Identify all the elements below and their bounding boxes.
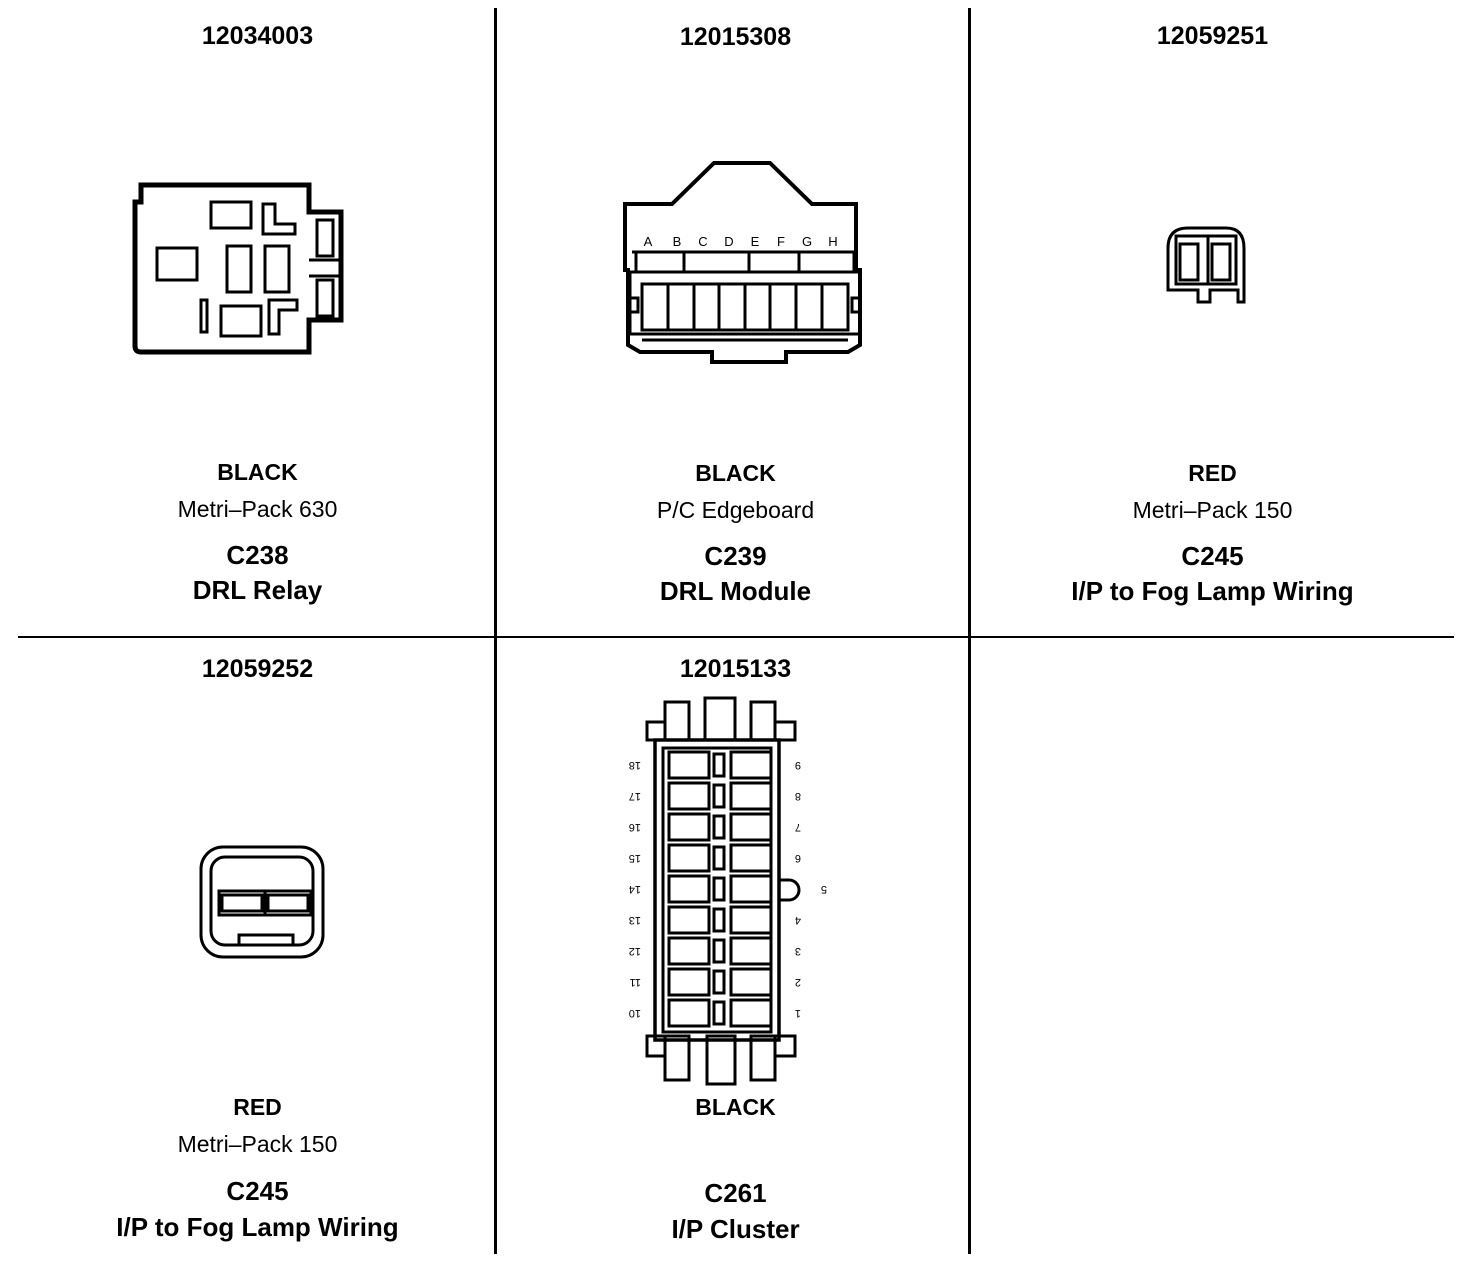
connector-card-c239: 12015308 A B C D E F bbox=[497, 0, 974, 636]
connector-color: BLACK bbox=[695, 460, 776, 486]
pin-label: 1 bbox=[795, 1007, 801, 1019]
part-number: 12034003 bbox=[201, 22, 314, 50]
center-rib bbox=[712, 783, 726, 809]
cavity bbox=[667, 812, 711, 842]
metri-pack-150-female-icon bbox=[1166, 226, 1246, 304]
center-rib bbox=[712, 814, 726, 840]
pin-label: 14 bbox=[629, 883, 641, 895]
pin-label: 15 bbox=[629, 852, 641, 864]
pin-label: H bbox=[828, 234, 837, 249]
connector-type: Metri–Pack 150 bbox=[177, 1131, 338, 1157]
pin-label: C bbox=[698, 234, 707, 249]
connector-card-c238: 12034003 BLACK Metri–Pack 630 C238 DRL R… bbox=[19, 0, 496, 636]
pin-label: B bbox=[673, 234, 682, 249]
pin-label: G bbox=[802, 234, 812, 249]
pin-label: A bbox=[644, 234, 653, 249]
pin-label: 10 bbox=[629, 1007, 641, 1019]
pin-label: 9 bbox=[795, 759, 801, 771]
connector-id: C261 bbox=[704, 1178, 767, 1208]
pin-label: 11 bbox=[630, 976, 641, 988]
pin-label: F bbox=[777, 234, 785, 249]
center-rib bbox=[712, 876, 726, 902]
metri-pack-150-male-icon bbox=[199, 845, 325, 959]
pin-label: 17 bbox=[629, 790, 641, 802]
pin-label: 2 bbox=[795, 976, 801, 988]
part-number: 12015308 bbox=[679, 23, 792, 51]
part-number: 12059252 bbox=[201, 655, 314, 683]
cavity bbox=[729, 874, 773, 904]
pin-label: 3 bbox=[795, 945, 801, 957]
pin-label: 13 bbox=[629, 914, 641, 926]
metri-pack-630-connector-icon bbox=[132, 182, 344, 355]
connector-id: C238 bbox=[226, 540, 289, 570]
connector-color: BLACK bbox=[695, 1094, 776, 1120]
cavity bbox=[667, 967, 711, 997]
part-number: 12059251 bbox=[1156, 22, 1269, 50]
pin-label: 18 bbox=[629, 759, 641, 771]
connector-description: I/P to Fog Lamp Wiring bbox=[116, 1212, 399, 1242]
connector-type: P/C Edgeboard bbox=[656, 497, 815, 523]
pin-label: 12 bbox=[629, 945, 641, 957]
connector-description: DRL Module bbox=[659, 576, 812, 606]
connector-type: Metri–Pack 630 bbox=[177, 496, 338, 522]
connector-id: C245 bbox=[1181, 541, 1244, 571]
cavity bbox=[729, 812, 773, 842]
center-rib bbox=[712, 907, 726, 933]
cavity bbox=[729, 781, 773, 811]
center-rib bbox=[712, 1000, 726, 1026]
cavity bbox=[729, 750, 773, 780]
cavity bbox=[729, 843, 773, 873]
connector-color: RED bbox=[1188, 460, 1237, 486]
connector-card-c245-female: 12059251 RED Metri–Pack 150 C245 I/P to … bbox=[974, 0, 1451, 636]
pin-label: 7 bbox=[795, 821, 801, 833]
part-number: 12015133 bbox=[679, 655, 792, 683]
cavity bbox=[667, 750, 711, 780]
pin-label: 5 bbox=[821, 883, 827, 895]
pin-label: 6 bbox=[795, 852, 801, 864]
connector-type: Metri–Pack 150 bbox=[1132, 497, 1293, 523]
center-rib bbox=[712, 938, 726, 964]
connector-id: C239 bbox=[704, 541, 767, 571]
pin-label: E bbox=[751, 234, 760, 249]
connector-description: DRL Relay bbox=[192, 575, 323, 605]
pin-label: 4 bbox=[795, 914, 801, 926]
cavity bbox=[667, 843, 711, 873]
connector-color: BLACK bbox=[217, 459, 298, 485]
edgeboard-connector-icon: A B C D E F G H bbox=[623, 161, 862, 364]
cavity bbox=[729, 936, 773, 966]
cavity bbox=[729, 998, 773, 1028]
center-rib bbox=[712, 845, 726, 871]
vertical-divider-left bbox=[494, 8, 497, 1254]
center-rib bbox=[712, 752, 726, 778]
cavity bbox=[667, 781, 711, 811]
horizontal-divider bbox=[18, 636, 1454, 638]
center-rib bbox=[712, 969, 726, 995]
connector-card-c245-male: 12059252 RED Metri–Pack 150 C245 I/P to … bbox=[19, 638, 496, 1262]
cavity bbox=[667, 936, 711, 966]
connector-description: I/P to Fog Lamp Wiring bbox=[1071, 576, 1354, 606]
cavity bbox=[667, 998, 711, 1028]
pin-label: 8 bbox=[795, 790, 801, 802]
connector-id: C245 bbox=[226, 1176, 289, 1206]
pin-label: 16 bbox=[629, 821, 641, 833]
vertical-divider-right bbox=[968, 8, 971, 1254]
cavity bbox=[729, 905, 773, 935]
cavity bbox=[729, 967, 773, 997]
cavity bbox=[667, 905, 711, 935]
cavity bbox=[667, 874, 711, 904]
connector-description: I/P Cluster bbox=[671, 1214, 800, 1244]
pin-label: D bbox=[724, 234, 733, 249]
connector-color: RED bbox=[233, 1094, 282, 1120]
